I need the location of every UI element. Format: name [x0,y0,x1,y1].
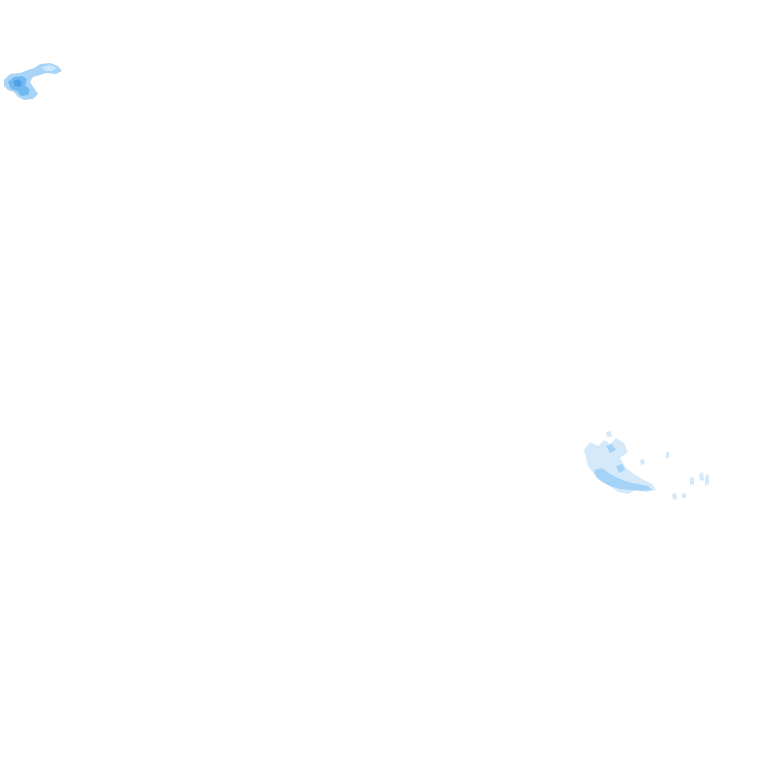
precip-cell-east-fleck-2 [666,452,669,458]
precip-cell-northwest-peak [13,79,22,87]
precip-cell-east-fleck-6 [672,493,677,500]
precip-cell-east-fleck-1 [606,431,612,437]
precip-cell-east-fleck-3 [690,477,694,485]
precip-cell-east-fleck-5 [705,474,709,486]
precip-cell-east-fleck-4 [699,472,704,481]
precip-cell-east-fleck-7 [682,493,686,498]
precip-cell-east-spot-b [616,464,625,473]
precip-cell-northwest-tail [42,65,57,71]
precip-cell-east-spot-a [606,444,616,453]
precip-cell-northwest [4,63,62,100]
precip-cell-east [584,431,709,500]
precip-cell-east-fleck-8 [640,459,645,465]
precip-cell-east-band [594,468,652,491]
